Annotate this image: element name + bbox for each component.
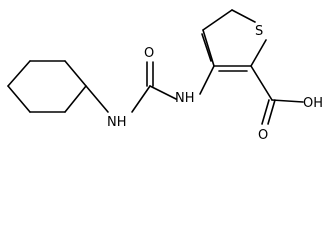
bond [250,39,267,67]
bond [202,29,215,67]
bond [202,9,233,31]
cyclohexane-ring [7,60,87,113]
sulfur-atom-label: S [255,24,263,39]
acid-carbonyl-oxygen-label: O [258,128,268,143]
bond [271,99,304,103]
bond [64,60,87,87]
amine-nh-label: NH [107,115,127,130]
thiophene-ring [201,9,267,72]
hydroxyl-label: OH [303,96,323,111]
bond [64,85,87,113]
bond [201,33,212,62]
bond [7,60,31,87]
bond [7,85,31,113]
bond [261,99,270,125]
bond [267,99,276,125]
amine-nh-label: NH [175,91,195,106]
bond [231,9,256,23]
carbonyl-oxygen-label: O [144,46,154,61]
bond [199,65,215,95]
bond [85,85,109,113]
bond [250,65,273,101]
bond [149,85,177,100]
carboxylic-acid-group [250,65,304,125]
chemical-structure: S NH O NH O OH [7,9,323,143]
bond [131,85,151,113]
